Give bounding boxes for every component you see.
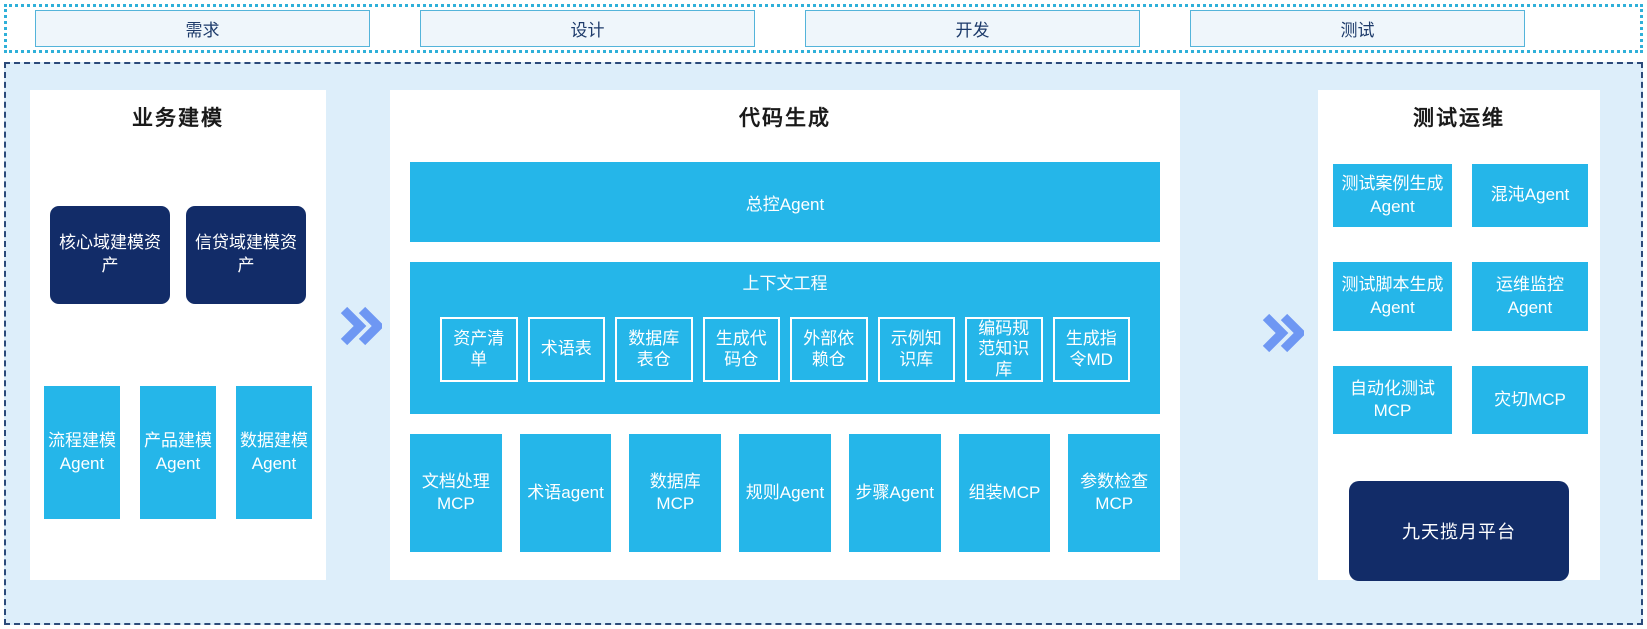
context-engineering-items: 资产清单 术语表 数据库表仓 生成代码仓 外部依赖仓 示例知识库 编码规范知识库…: [440, 317, 1130, 382]
database-mcp-box: 数据库MCP: [629, 434, 722, 552]
panel-title-test-ops: 测试运维: [1413, 107, 1505, 130]
context-engineering-block: 上下文工程 资产清单 术语表 数据库表仓 生成代码仓 外部依赖仓 示例知识库 编…: [410, 262, 1160, 414]
stage-label: 设计: [570, 21, 605, 40]
generation-instruction-md-box: 生成指令MD: [1052, 317, 1130, 382]
main-band: 业务建模 核心域建模资产 信贷域建模资产 流程建模Agent 产品建模Agent…: [4, 62, 1643, 625]
modeling-agent-row: 流程建模Agent 产品建模Agent 数据建模Agent: [30, 386, 326, 519]
database-table-repo-box: 数据库表仓: [615, 317, 693, 382]
glossary-box: 术语表: [527, 317, 605, 382]
stage-box-development: 开发: [805, 10, 1140, 47]
stage-box-testing: 测试: [1190, 10, 1525, 47]
chaos-agent-box: 混沌Agent: [1472, 164, 1588, 227]
test-ops-grid: 测试案例生成Agent 混沌Agent 测试脚本生成Agent 运维监控Agen…: [1318, 132, 1600, 434]
stage-label: 需求: [185, 21, 220, 40]
product-modeling-agent-box: 产品建模Agent: [140, 386, 216, 519]
external-dependency-repo-box: 外部依赖仓: [790, 317, 868, 382]
process-modeling-agent-box: 流程建模Agent: [44, 386, 120, 519]
data-modeling-agent-box: 数据建模Agent: [236, 386, 312, 519]
parameter-check-mcp-box: 参数检查MCP: [1068, 434, 1161, 552]
credit-domain-asset-box: 信贷域建模资产: [186, 206, 306, 304]
test-case-generation-agent-box: 测试案例生成Agent: [1333, 164, 1452, 227]
stage-box-design: 设计: [420, 10, 755, 47]
panel-code-generation: 代码生成 总控Agent 上下文工程 资产清单 术语表 数据库表仓 生成代码仓 …: [390, 90, 1180, 580]
panel-title-code-generation: 代码生成: [739, 107, 831, 130]
terminology-agent-box: 术语agent: [519, 434, 612, 552]
generated-code-repo-box: 生成代码仓: [702, 317, 780, 382]
asset-list-box: 资产清单: [440, 317, 518, 382]
coding-standard-knowledge-base-box: 编码规范知识库: [965, 317, 1043, 382]
panel-test-ops: 测试运维 测试案例生成Agent 混沌Agent 测试脚本生成Agent 运维监…: [1318, 90, 1600, 581]
double-chevron-right-icon: [1262, 312, 1307, 354]
mcp-agent-row: 文档处理MCP 术语agent 数据库MCP 规则Agent 步骤Agent 组…: [410, 434, 1161, 552]
document-processing-mcp-box: 文档处理MCP: [410, 434, 502, 552]
test-script-generation-agent-box: 测试脚本生成Agent: [1333, 262, 1452, 331]
rules-agent-box: 规则Agent: [739, 434, 831, 552]
modeling-asset-row: 核心域建模资产 信贷域建模资产: [30, 206, 326, 304]
stage-label: 测试: [1340, 21, 1375, 40]
stage-band: 需求 设计 开发 测试: [4, 4, 1643, 53]
master-control-agent-banner: 总控Agent: [410, 162, 1160, 242]
panel-business-modeling: 业务建模 核心域建模资产 信贷域建模资产 流程建模Agent 产品建模Agent…: [30, 90, 326, 580]
jiutian-lanyue-platform-box: 九天揽月平台: [1349, 481, 1569, 581]
example-knowledge-base-box: 示例知识库: [877, 317, 955, 382]
double-chevron-right-icon: [340, 305, 385, 347]
disaster-switch-mcp-box: 灾切MCP: [1472, 366, 1588, 434]
automated-testing-mcp-box: 自动化测试MCP: [1333, 366, 1452, 434]
ops-monitoring-agent-box: 运维监控Agent: [1472, 262, 1588, 331]
steps-agent-box: 步骤Agent: [848, 434, 941, 552]
context-engineering-title: 上下文工程: [742, 274, 828, 293]
stage-label: 开发: [955, 21, 990, 40]
stage-box-requirements: 需求: [35, 10, 370, 47]
assembly-mcp-box: 组装MCP: [958, 434, 1051, 552]
core-domain-asset-box: 核心域建模资产: [50, 206, 170, 304]
panel-title-business-modeling: 业务建模: [132, 107, 224, 130]
